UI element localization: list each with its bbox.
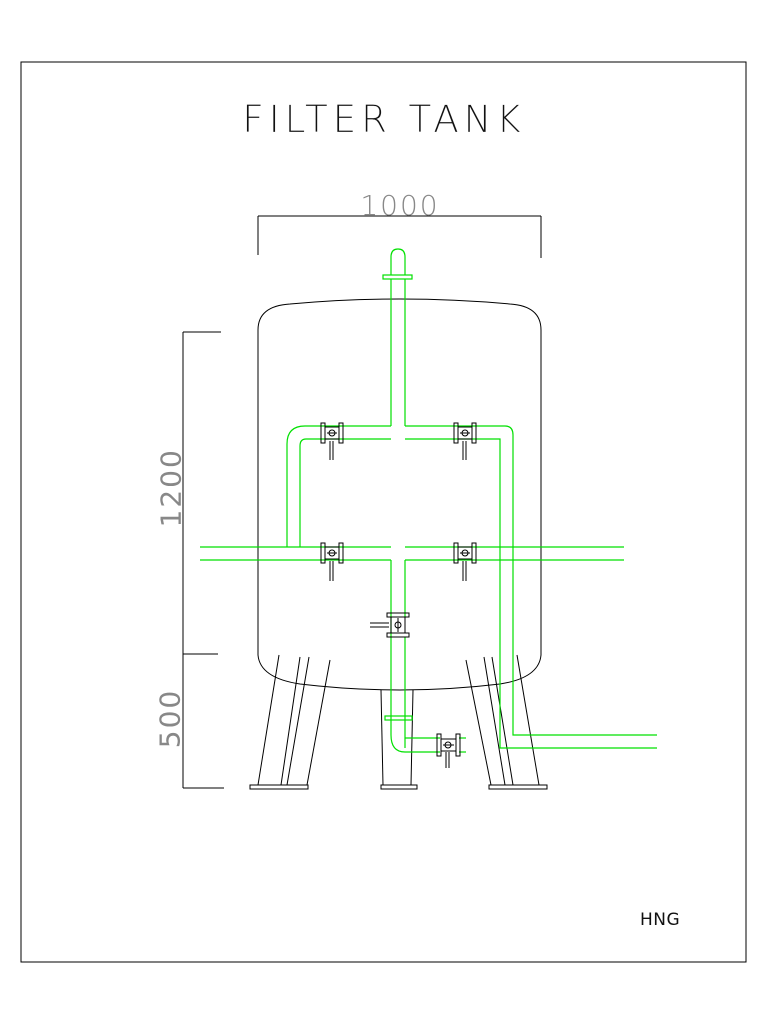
tank-legs: [249, 654, 548, 790]
valve-upper-right: [453, 422, 477, 460]
drawing-frame: [20, 61, 747, 963]
designer-mark: HNG: [640, 910, 681, 930]
valve-bottom-outlet: [436, 733, 461, 768]
body-height-dimension-label: 1200: [154, 448, 188, 528]
valve-middle-left: [320, 542, 344, 581]
tank-vessel: [257, 298, 542, 691]
valve-middle-right: [453, 542, 477, 581]
drawing-title: FILTER TANK: [242, 98, 526, 141]
piping: [200, 248, 657, 753]
width-dimension-line: [257, 215, 542, 258]
height-dimension-line: [182, 331, 224, 789]
width-dimension-label: 1000: [360, 189, 440, 222]
leg-height-dimension-label: 500: [153, 688, 187, 749]
valve-upper-left: [320, 422, 344, 460]
valve-drain-vertical: [370, 612, 410, 638]
